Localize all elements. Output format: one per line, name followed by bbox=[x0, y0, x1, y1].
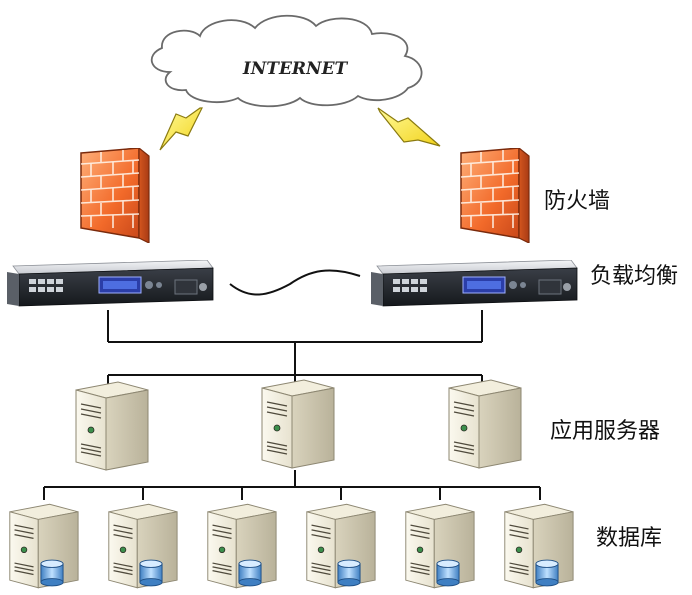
load-balancer-right-icon bbox=[370, 260, 578, 307]
db-cylinder-5-icon bbox=[436, 559, 460, 587]
lightning-right-icon bbox=[377, 107, 441, 147]
db-cylinder-2-icon bbox=[139, 559, 163, 587]
db-cylinder-3-icon bbox=[238, 559, 262, 587]
db-cylinder-4-icon bbox=[337, 559, 361, 587]
lightning-left-icon bbox=[159, 107, 203, 151]
label-load-balancer: 负载均衡 bbox=[590, 264, 679, 289]
cloud-label: INTERNET bbox=[242, 59, 349, 79]
app-server-2-icon bbox=[261, 379, 335, 469]
internet-cloud bbox=[150, 14, 423, 108]
app-server-3-icon bbox=[448, 379, 522, 469]
label-firewall: 防火墙 bbox=[544, 189, 611, 214]
network-links bbox=[43, 310, 541, 500]
db-cylinder-1-icon bbox=[40, 559, 64, 587]
firewall-left-icon bbox=[80, 148, 150, 243]
firewall-right-icon bbox=[460, 148, 530, 243]
load-balancer-left-icon bbox=[6, 260, 214, 307]
heartbeat-link bbox=[229, 269, 361, 296]
app-server-1-icon bbox=[75, 381, 149, 471]
label-database: 数据库 bbox=[596, 526, 663, 551]
label-app-server: 应用服务器 bbox=[550, 419, 661, 444]
db-cylinder-6-icon bbox=[535, 559, 559, 587]
database-servers bbox=[9, 503, 574, 589]
